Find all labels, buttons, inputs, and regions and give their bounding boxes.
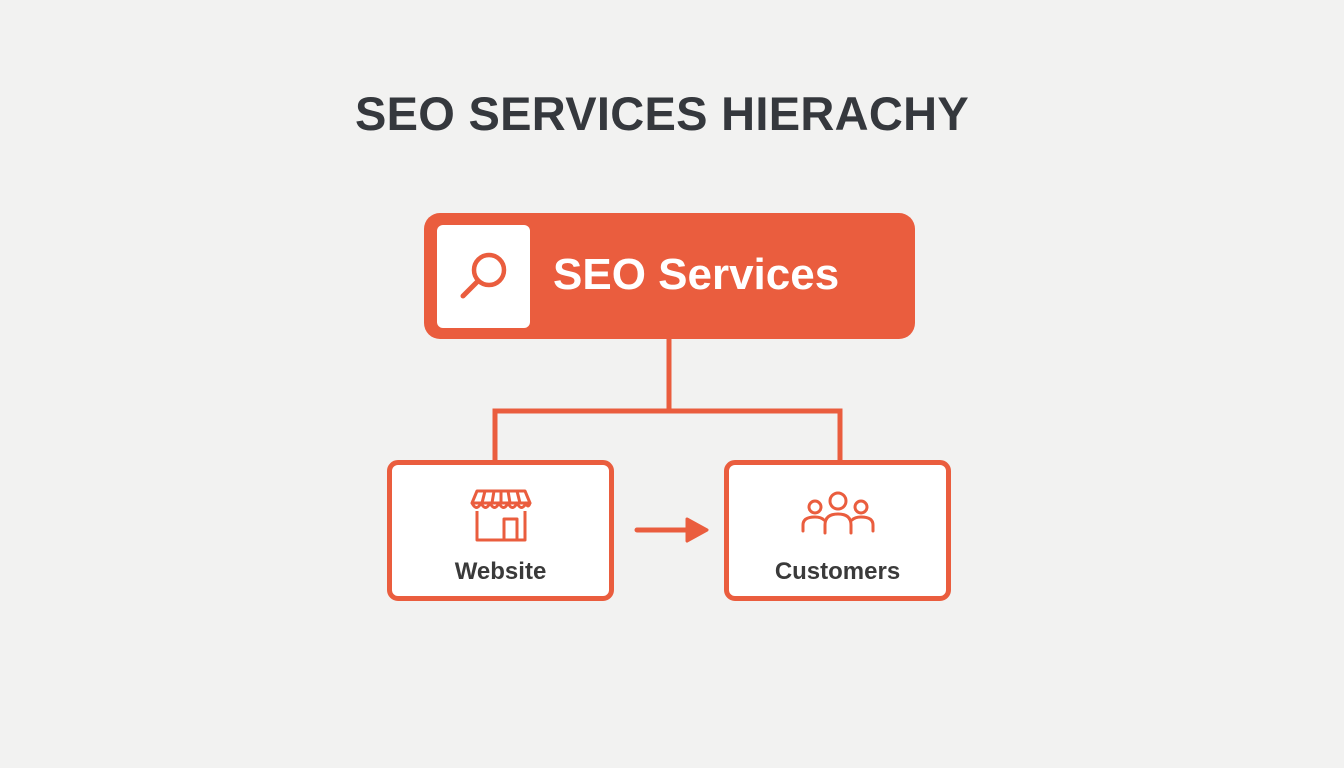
child-node-website: Website: [387, 460, 614, 601]
child-label-website: Website: [454, 558, 547, 585]
diagram-title: SEO SERVICES HIERACHY: [355, 87, 969, 140]
child-label-customers: Customers: [774, 558, 901, 585]
magnifier-icon: [460, 252, 506, 298]
root-label: SEO Services: [553, 250, 840, 299]
root-icon-box: [437, 225, 530, 328]
arrow-right-icon: [634, 517, 709, 543]
child-node-customers: Customers: [724, 460, 951, 601]
storefront-icon: [470, 489, 531, 542]
people-group-icon: [801, 491, 874, 535]
root-node-seo-services: SEO Services: [424, 213, 915, 339]
